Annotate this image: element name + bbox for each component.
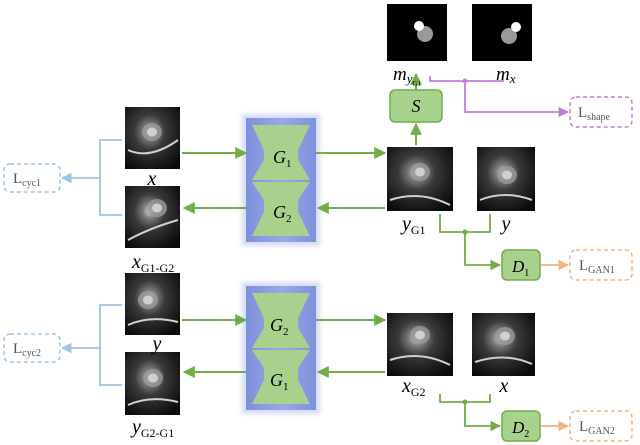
image-y-top — [477, 147, 535, 211]
gen-top-lower-label: G2 — [273, 202, 292, 225]
loss-shape-label: Lshape — [578, 105, 611, 123]
label-y-top: y — [500, 213, 511, 235]
segmenter-label: S — [412, 96, 421, 116]
discriminator-d2: D2 — [501, 410, 541, 442]
loss-gan2-box: LGAN2 — [569, 410, 633, 442]
loss-cyc2-box: Lcyc2 — [3, 333, 61, 363]
loss-cyc2-label: Lcyc2 — [13, 341, 41, 359]
label-x-bottom: x — [499, 375, 509, 397]
arrow-shape-loss — [464, 81, 570, 118]
gen-bottom-lower-label: G1 — [270, 370, 289, 393]
label-y-recon: yG2-G1 — [130, 416, 174, 440]
discriminator-d1: D1 — [501, 249, 541, 281]
image-x-recon-g1-g2 — [125, 186, 180, 248]
d2-label: D2 — [511, 418, 529, 440]
mask-m-y-g1 — [387, 4, 447, 61]
d1-label: D1 — [511, 257, 529, 279]
label-y-bottom: y — [151, 333, 162, 355]
loss-gan2-label: LGAN2 — [579, 419, 615, 437]
arrow-to-d2 — [464, 402, 502, 432]
mask-m-x — [472, 4, 532, 61]
d1-input-bracket — [439, 214, 491, 233]
label-x-g2: xG2 — [401, 375, 426, 399]
d2-junction — [462, 399, 468, 405]
label-y-g1: yG1 — [400, 213, 426, 237]
loss-gan1-label: LGAN1 — [579, 258, 615, 276]
image-x-top — [125, 107, 180, 169]
cyc2-bracket — [99, 304, 122, 386]
gen-bottom-upper-label: G2 — [270, 315, 289, 338]
image-y-g1 — [387, 147, 453, 211]
shape-junction — [462, 78, 468, 84]
d1-junction — [462, 229, 468, 235]
loss-gan1-box: LGAN1 — [569, 249, 633, 281]
segmenter-box: S — [389, 89, 443, 123]
image-x-g2 — [387, 313, 453, 376]
label-x-recon: xG1-G2 — [131, 251, 174, 275]
generator-block-bottom — [242, 282, 320, 414]
cyc1-bracket — [99, 139, 122, 216]
gen-top-upper-label: G1 — [273, 147, 292, 170]
image-y-bottom — [125, 273, 180, 335]
loss-cyc1-label: Lcyc1 — [13, 171, 41, 189]
loss-shape-box: Lshape — [569, 96, 633, 128]
generator-block-top — [242, 114, 320, 246]
label-m-y-g1: myG1 — [393, 64, 422, 88]
label-m-x: mx — [496, 64, 516, 86]
image-x-bottom — [472, 313, 535, 376]
label-x-top: x — [147, 168, 157, 190]
image-y-recon-g2-g1 — [125, 352, 180, 415]
arrow-to-d1 — [464, 232, 502, 271]
loss-cyc1-box: Lcyc1 — [3, 163, 61, 193]
